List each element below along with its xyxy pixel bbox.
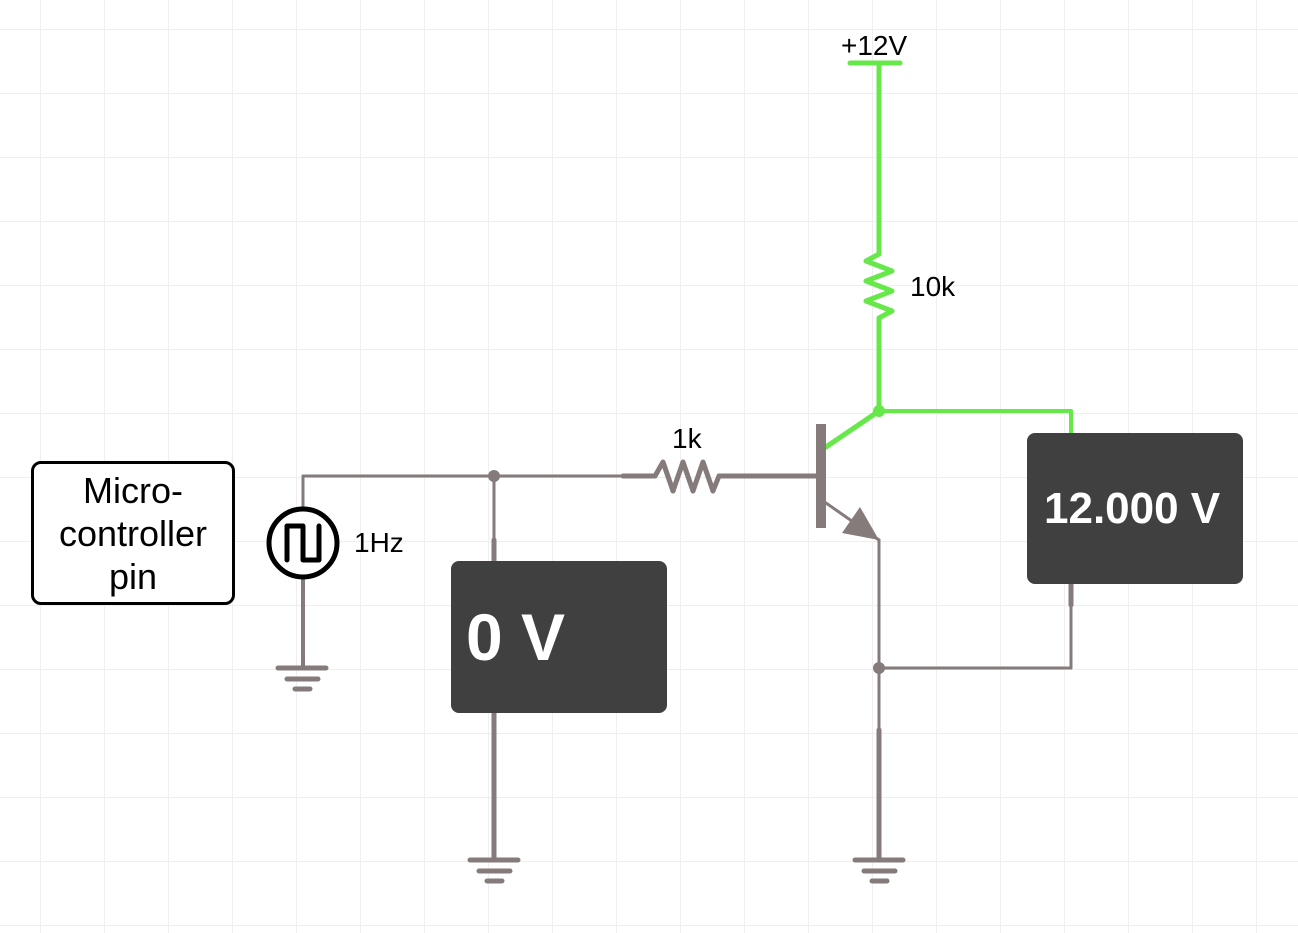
transistor-collector-lead — [823, 408, 882, 450]
ground-icon — [852, 857, 906, 884]
resistor-1k-icon[interactable] — [652, 459, 722, 494]
collector-resistor-label: 10k — [910, 271, 956, 302]
base-resistor-label: 1k — [672, 423, 702, 454]
inactive-net — [301, 459, 1074, 863]
resistor-10k-icon[interactable] — [863, 251, 895, 321]
emitter-arrow-icon — [842, 507, 879, 540]
emitter-junction — [873, 662, 885, 674]
base-voltmeter-reading: 0 V — [466, 600, 566, 674]
collector-junction — [873, 405, 885, 417]
collector-voltmeter-reading: 12.000 V — [1044, 483, 1221, 533]
npn-transistor-icon[interactable] — [816, 424, 879, 540]
micro-label-line-3: pin — [108, 555, 158, 597]
base-voltmeter[interactable]: 0 V — [451, 561, 667, 713]
supply-voltage-label: +12V — [841, 30, 908, 61]
ground-icon — [467, 857, 521, 884]
source-frequency-label: 1Hz — [354, 527, 404, 558]
micro-label-line-2: controller — [58, 512, 208, 554]
micro-label-line-1: Micro- — [83, 469, 183, 511]
square-wave-source-icon[interactable] — [266, 506, 340, 580]
ground-icon — [275, 665, 329, 692]
microcontroller-pin-label[interactable]: Micro- controller pin — [31, 461, 235, 605]
base-junction — [488, 470, 500, 482]
collector-voltmeter[interactable]: 12.000 V — [1027, 433, 1243, 584]
active-net — [823, 60, 1073, 450]
